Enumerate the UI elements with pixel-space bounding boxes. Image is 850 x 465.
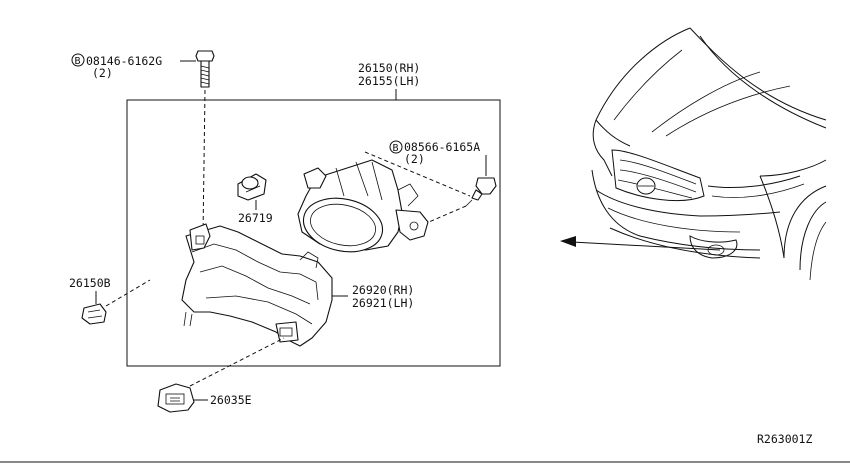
bracket-part[interactable] xyxy=(181,223,333,347)
diagram-code: R263001Z xyxy=(757,432,812,446)
bracket-rh-label: 26920(RH) xyxy=(352,283,414,297)
location-arrow xyxy=(560,236,721,251)
assembly-frame xyxy=(126,99,501,367)
fog-lamp-label: 26150(RH) 26155(LH) xyxy=(358,61,420,100)
grommet-label: 26035E xyxy=(210,393,252,407)
fog-lamp[interactable] xyxy=(297,159,429,259)
car-front-view xyxy=(591,27,827,281)
clip-label: 26150B xyxy=(69,276,111,290)
screw-marker: B xyxy=(393,143,399,154)
screw-part[interactable]: B 08566-6165A (2) xyxy=(389,140,497,207)
bracket-label: 26920(RH) 26921(LH) xyxy=(332,283,414,310)
bulb-part[interactable]: 26719 xyxy=(237,173,273,225)
bolt-part-label: 08146-6162G xyxy=(86,54,162,68)
bracket-lh-label: 26921(LH) xyxy=(352,296,414,310)
b-marker-icon-2 xyxy=(389,140,403,154)
bolt-qty-label: (2) xyxy=(92,66,113,80)
screw-qty-label: (2) xyxy=(404,152,425,166)
clip-part[interactable]: 26150B xyxy=(69,276,111,325)
bolt-part[interactable]: B 08146-6162G (2) xyxy=(71,50,215,88)
b-marker-icon xyxy=(71,53,85,67)
bulb-label: 26719 xyxy=(238,211,273,225)
screw-part-label: 08566-6165A xyxy=(404,140,480,154)
lamp-rh-label: 26150(RH) xyxy=(358,61,420,75)
grommet-part[interactable]: 26035E xyxy=(157,383,252,413)
lamp-lh-label: 26155(LH) xyxy=(358,74,420,88)
bolt-marker: B xyxy=(75,56,81,67)
